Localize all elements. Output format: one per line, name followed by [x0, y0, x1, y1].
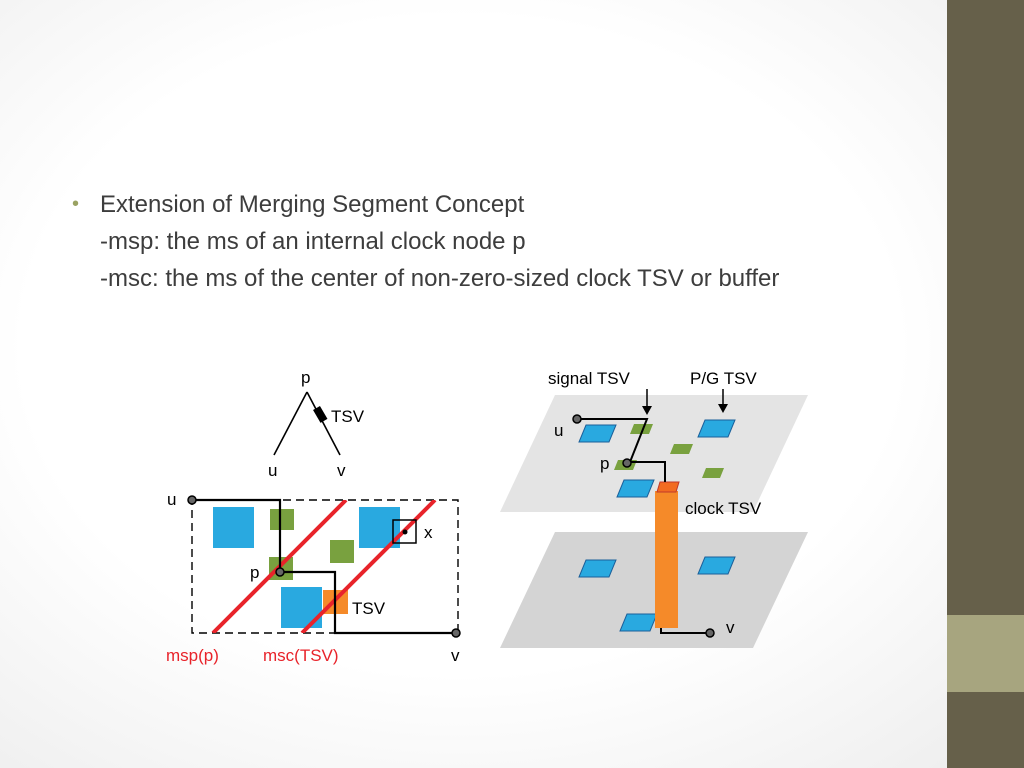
- signal-tsv-arrowhead: [642, 406, 652, 415]
- right-label-p: p: [600, 454, 609, 473]
- box-label-x: x: [424, 523, 433, 542]
- box-label-p: p: [250, 563, 259, 582]
- bounding-box-dashed: [191, 499, 459, 634]
- bottom-die-layer: [500, 532, 808, 648]
- bullet-sub-msp: -msp: the ms of an internal clock node p: [100, 228, 526, 255]
- clock-tsv-pillar: [655, 491, 678, 628]
- label-clock-tsv: clock TSV: [685, 499, 762, 518]
- left-merging-box: u p v x TSV msp(p) msc(TSV): [166, 490, 461, 665]
- bullet-sub-msc: -msc: the ms of the center of non-zero-s…: [100, 265, 780, 292]
- top-blue-tsv-2: [697, 419, 736, 438]
- top-green-tsv-2: [670, 444, 693, 454]
- right-node-u: [572, 414, 582, 424]
- tree-label-p: p: [301, 368, 310, 387]
- top-green-tsv-3: [702, 468, 724, 478]
- top-blue-tsv-1: [578, 424, 617, 443]
- side-decoration-accent: [947, 615, 1024, 692]
- green-square-1: [270, 509, 294, 530]
- right-stack-diagram: signal TSV P/G TSV u p clock TSV v: [500, 369, 808, 648]
- msc-line: [300, 500, 437, 633]
- x-point: [402, 529, 408, 535]
- box-label-tsv: TSV: [352, 599, 386, 618]
- tree-label-tsv: TSV: [331, 407, 365, 426]
- left-tree: p TSV u v: [268, 368, 365, 480]
- right-node-v: [705, 628, 715, 638]
- tree-label-v: v: [337, 461, 346, 480]
- bottom-blue-tsv-1: [578, 559, 617, 578]
- clock-tsv-top: [656, 481, 680, 493]
- top-die-layer: [500, 395, 808, 512]
- blue-square-1: [213, 507, 254, 548]
- box-label-u: u: [167, 490, 176, 509]
- label-msc: msc(TSV): [263, 646, 339, 665]
- top-blue-tsv-3: [616, 479, 655, 498]
- bottom-blue-tsv-2: [697, 556, 736, 575]
- node-p: [275, 567, 285, 577]
- node-u: [187, 495, 197, 505]
- tree-tsv-marker: [313, 405, 328, 423]
- right-label-v: v: [726, 618, 735, 637]
- x-box: [392, 519, 417, 544]
- tree-edge-right: [306, 391, 341, 456]
- label-msp: msp(p): [166, 646, 219, 665]
- bullet-text: Extension of Merging Segment Concept -ms…: [100, 186, 779, 297]
- label-signal-tsv: signal TSV: [548, 369, 631, 388]
- node-v: [451, 628, 461, 638]
- tree-label-u: u: [268, 461, 277, 480]
- right-node-p: [622, 458, 632, 468]
- bullet-main-text: Extension of Merging Segment Concept: [100, 191, 525, 218]
- bullet-dot-icon: •: [72, 193, 80, 215]
- bottom-blue-tsv-3: [619, 613, 658, 632]
- clock-wire: [192, 498, 456, 635]
- green-square-2: [330, 540, 354, 563]
- tree-edge-left: [273, 391, 308, 456]
- pg-tsv-arrowhead: [718, 404, 728, 413]
- label-pg-tsv: P/G TSV: [690, 369, 757, 388]
- right-label-u: u: [554, 421, 563, 440]
- top-green-tsv-1: [630, 424, 653, 434]
- bottom-clock-wire: [660, 628, 710, 634]
- box-label-v: v: [451, 646, 460, 665]
